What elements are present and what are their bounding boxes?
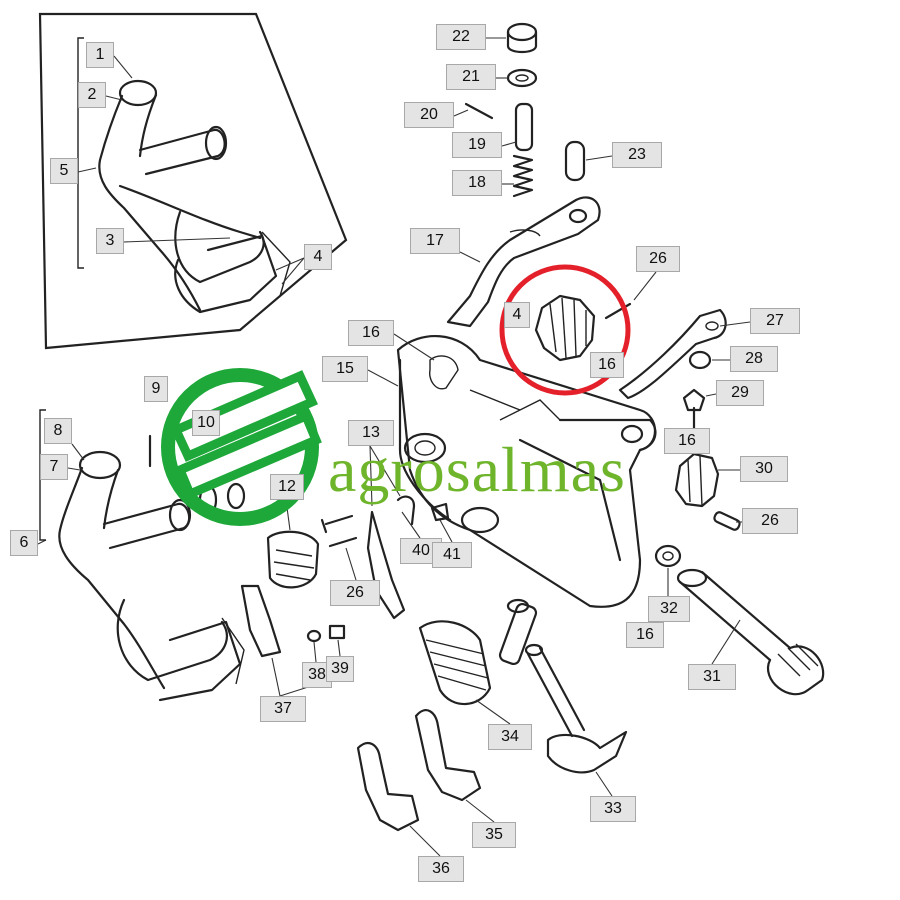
callout-13: 13 bbox=[348, 420, 394, 446]
highlight-circle bbox=[499, 264, 631, 396]
callout-29: 29 bbox=[716, 380, 764, 406]
callout-36: 36 bbox=[418, 856, 464, 882]
callout-3: 3 bbox=[96, 228, 124, 254]
inset-frame bbox=[38, 12, 348, 350]
callout-37: 37 bbox=[260, 696, 306, 722]
shaft-33 bbox=[524, 643, 628, 774]
callout-5: 5 bbox=[50, 158, 78, 184]
callout-17: 17 bbox=[410, 228, 460, 254]
callout-35: 35 bbox=[472, 822, 516, 848]
callout-16: 16 bbox=[590, 352, 624, 378]
callout-30: 30 bbox=[740, 456, 788, 482]
main-housing bbox=[396, 334, 657, 608]
callout-26: 26 bbox=[636, 246, 680, 272]
callout-31: 31 bbox=[688, 664, 736, 690]
callout-27: 27 bbox=[750, 308, 800, 334]
main-pedal bbox=[58, 450, 245, 702]
stack-parts bbox=[464, 22, 586, 198]
callout-15: 15 bbox=[322, 356, 368, 382]
callout-6: 6 bbox=[10, 530, 38, 556]
callout-2: 2 bbox=[78, 82, 106, 108]
callout-10: 10 bbox=[192, 410, 220, 436]
callout-20: 20 bbox=[404, 102, 454, 128]
lever-27 bbox=[618, 308, 727, 400]
plate-35 bbox=[414, 709, 482, 802]
leader-lines bbox=[37, 37, 751, 857]
callout-26: 26 bbox=[330, 580, 380, 606]
callout-22: 22 bbox=[436, 24, 486, 50]
callout-32: 32 bbox=[648, 596, 690, 622]
callout-16: 16 bbox=[626, 622, 664, 648]
callout-18: 18 bbox=[452, 170, 502, 196]
watermark-text: agrosalmas bbox=[328, 434, 626, 505]
callout-16: 16 bbox=[664, 428, 710, 454]
drum-34 bbox=[418, 598, 538, 706]
agrosalmas-logo bbox=[161, 368, 322, 526]
callout-26: 26 bbox=[742, 508, 798, 534]
callout-34: 34 bbox=[488, 724, 532, 750]
callout-16: 16 bbox=[348, 320, 394, 346]
callout-12: 12 bbox=[270, 474, 304, 500]
callout-33: 33 bbox=[590, 796, 636, 822]
small-parts bbox=[148, 434, 450, 658]
callout-4: 4 bbox=[504, 302, 530, 328]
callout-19: 19 bbox=[452, 132, 502, 158]
callout-23: 23 bbox=[612, 142, 662, 168]
gear-30 bbox=[674, 452, 720, 508]
callout-4: 4 bbox=[304, 244, 332, 270]
callout-8: 8 bbox=[44, 418, 72, 444]
callout-21: 21 bbox=[446, 64, 496, 90]
plate-36 bbox=[356, 741, 420, 832]
shaft-31 bbox=[676, 568, 825, 696]
callout-7: 7 bbox=[40, 454, 68, 480]
callout-39: 39 bbox=[326, 656, 354, 682]
callout-41: 41 bbox=[432, 542, 472, 568]
inset-bracket bbox=[77, 37, 84, 269]
arm-17 bbox=[446, 196, 601, 328]
inset-pedal bbox=[98, 79, 291, 314]
gear-25 bbox=[534, 294, 632, 362]
callout-9: 9 bbox=[144, 376, 168, 402]
callout-1: 1 bbox=[86, 42, 114, 68]
callout-28: 28 bbox=[730, 346, 778, 372]
